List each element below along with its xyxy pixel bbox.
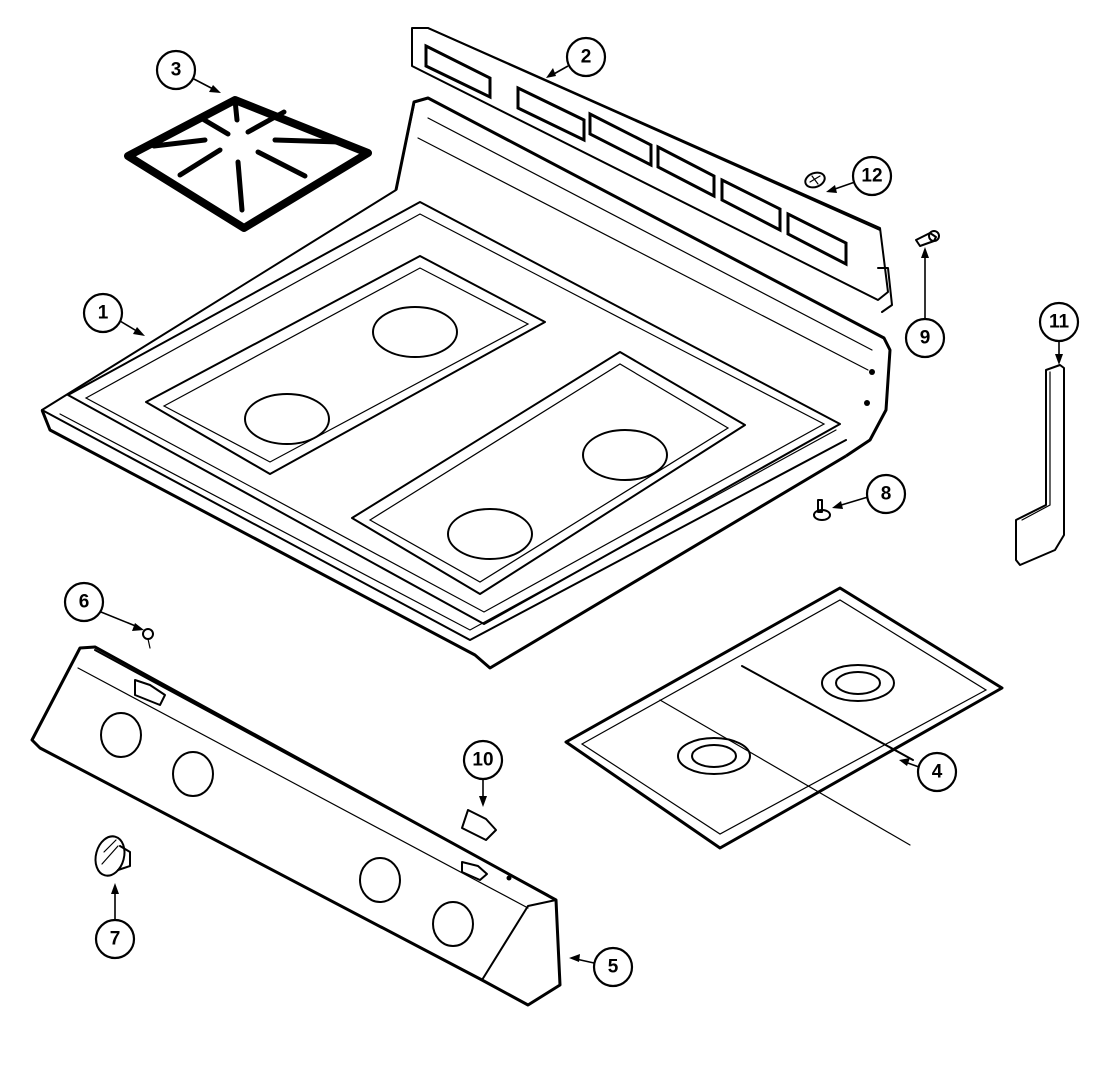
- callout-10: 10: [462, 739, 504, 781]
- svg-text:1: 1: [98, 303, 109, 324]
- svg-text:9: 9: [920, 328, 931, 349]
- callout-3: 3: [155, 49, 197, 91]
- svg-text:10: 10: [472, 750, 493, 771]
- burner-grate-drawing: [124, 96, 372, 232]
- callout-2: 2: [565, 36, 607, 78]
- switch-cover-10-drawing: [461, 809, 497, 841]
- burner-box-drawing: [564, 586, 1004, 850]
- callout-6: 6: [63, 581, 105, 623]
- clip-8-drawing: [813, 499, 831, 521]
- trim-11-drawing: [1015, 364, 1065, 566]
- callout-1: 1: [82, 292, 124, 334]
- svg-text:3: 3: [171, 60, 182, 81]
- svg-text:11: 11: [1049, 312, 1070, 333]
- callout-7: 7: [94, 918, 136, 960]
- svg-text:8: 8: [881, 484, 892, 505]
- callout-9: 9: [904, 317, 946, 359]
- svg-text:2: 2: [581, 47, 592, 68]
- knob-7-drawing: [94, 835, 131, 877]
- screw-9-drawing: [915, 230, 940, 247]
- svg-text:4: 4: [932, 762, 943, 783]
- callout-8: 8: [865, 473, 907, 515]
- grommet-12-drawing: [804, 171, 826, 189]
- svg-text:7: 7: [110, 929, 121, 950]
- screw-6-drawing: [142, 628, 154, 649]
- control-panel-drawing: [30, 645, 562, 1007]
- svg-text:6: 6: [79, 592, 90, 613]
- main-top-drawing: [40, 96, 892, 670]
- callout-4: 4: [916, 751, 958, 793]
- svg-text:12: 12: [861, 166, 882, 187]
- callout-11: 11: [1038, 301, 1080, 343]
- callout-5: 5: [592, 946, 634, 988]
- vent-grille-drawing: [411, 27, 893, 313]
- callout-12: 12: [851, 155, 893, 197]
- svg-text:5: 5: [608, 957, 619, 978]
- leader-lines: [100, 65, 1063, 964]
